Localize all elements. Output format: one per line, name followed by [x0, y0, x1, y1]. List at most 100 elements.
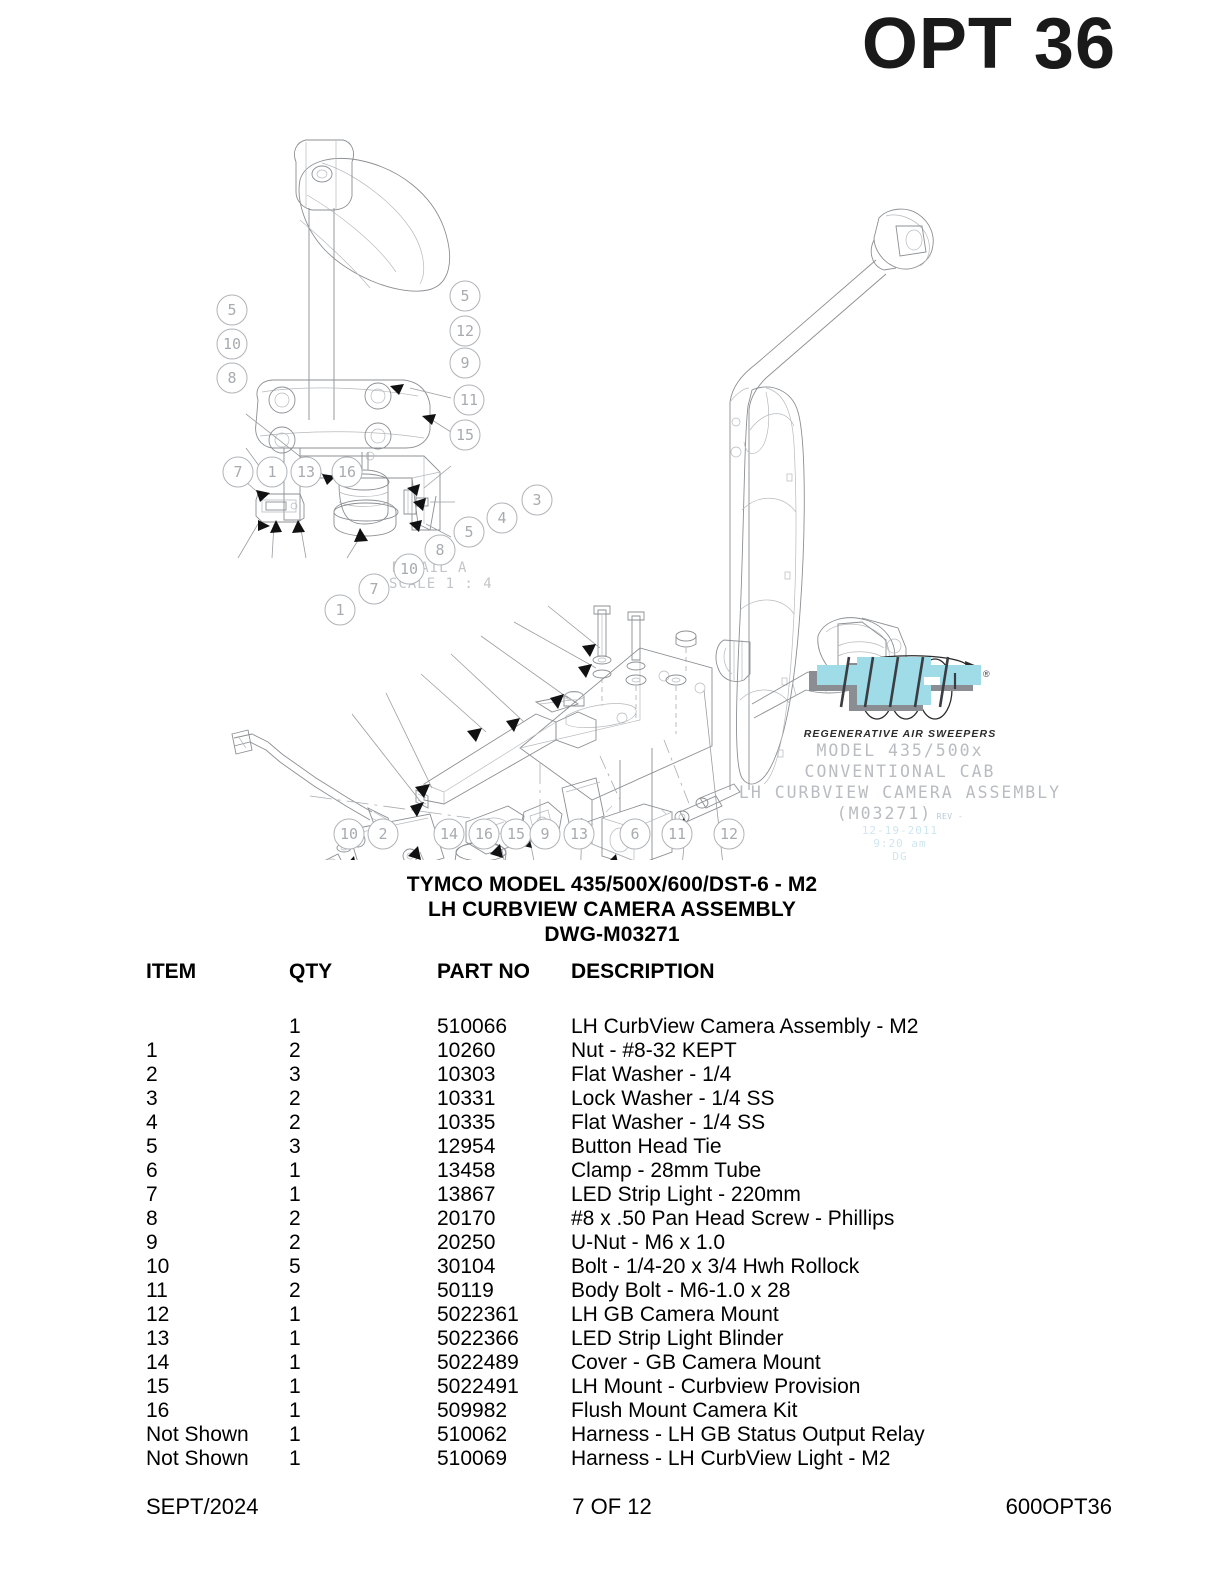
balloon-label: 4 — [497, 509, 506, 527]
header-qty: QTY — [289, 960, 333, 983]
balloon-9: 9 — [529, 818, 561, 850]
balloon-label: 12 — [456, 322, 474, 340]
row-part-no: 50119 — [437, 1279, 494, 1302]
row-qty: 2 — [289, 1207, 301, 1230]
table-row: 6 1 13458 Clamp - 28mm Tube — [146, 1159, 925, 1183]
balloon-5: 5 — [216, 294, 248, 326]
row-description: Clamp - 28mm Tube — [571, 1159, 762, 1182]
row-part-no: 5022491 — [437, 1375, 519, 1398]
row-qty: 2 — [289, 1087, 301, 1110]
row-description: LH CurbView Camera Assembly - M2 — [571, 1015, 919, 1038]
balloon-16: 16 — [331, 456, 363, 488]
balloon-10: 10 — [333, 818, 365, 850]
footer-page: 7 OF 12 — [572, 1494, 652, 1519]
assembly-title-line2: LH CURBVIEW CAMERA ASSEMBLY — [428, 898, 796, 921]
row-qty: 1 — [289, 1183, 301, 1206]
balloon-1: 1 — [256, 456, 288, 488]
assembly-title: TYMCO MODEL 435/500X/600/DST-6 - M2 LH C… — [0, 872, 1224, 947]
balloon-5: 5 — [449, 280, 481, 312]
balloon-2: 2 — [367, 818, 399, 850]
row-part-no: 509982 — [437, 1399, 508, 1422]
balloon-13: 13 — [290, 456, 322, 488]
row-item: 13 — [146, 1327, 170, 1350]
row-part-no: 30104 — [437, 1255, 496, 1278]
logo-tagline: REGENERATIVE AIR SWEEPERS — [803, 728, 997, 740]
balloon-label: 9 — [540, 825, 549, 843]
row-part-no: 5022366 — [437, 1327, 519, 1350]
row-description: LH GB Camera Mount — [571, 1303, 779, 1326]
dwg-model-line: MODEL 435/500x — [816, 741, 984, 760]
header-item: ITEM — [146, 960, 197, 983]
balloon-11: 11 — [661, 818, 693, 850]
row-description: Nut - #8-32 KEPT — [571, 1039, 737, 1062]
balloon-label: 12 — [720, 825, 738, 843]
row-qty: 1 — [289, 1159, 301, 1182]
balloon-15: 15 — [500, 818, 532, 850]
balloon-label: 11 — [668, 825, 686, 843]
row-item: 12 — [146, 1303, 170, 1326]
balloon-label: 10 — [340, 825, 358, 843]
row-part-no: 13458 — [437, 1159, 496, 1182]
row-part-no: 510062 — [437, 1423, 508, 1446]
dwg-number: (M03271) — [836, 804, 933, 823]
balloon-16: 16 — [468, 818, 500, 850]
row-item: 3 — [146, 1087, 158, 1110]
balloon-label: 1 — [335, 601, 344, 619]
balloon-7: 7 — [358, 573, 390, 605]
row-part-no: 20250 — [437, 1231, 496, 1254]
tymco-logo: ® — [805, 655, 995, 727]
balloon-label: 8 — [227, 369, 236, 387]
row-part-no: 13867 — [437, 1183, 496, 1206]
row-part-no: 10260 — [437, 1039, 496, 1062]
registered-mark: ® — [983, 669, 990, 679]
row-part-no: 12954 — [437, 1135, 496, 1158]
row-item: 7 — [146, 1183, 158, 1206]
row-part-no: 5022361 — [437, 1303, 519, 1326]
row-item: 1 — [146, 1039, 158, 1062]
table-header-row: ITEM QTY PART NO DESCRIPTION — [146, 960, 925, 1015]
assembly-title-line1: TYMCO MODEL 435/500X/600/DST-6 - M2 — [406, 873, 818, 896]
balloon-label: 15 — [456, 426, 474, 444]
balloon-10: 10 — [393, 553, 425, 585]
balloon-label: 3 — [532, 491, 541, 509]
dwg-stamp-initials: DG — [892, 850, 908, 863]
balloon-5: 5 — [453, 516, 485, 548]
row-item — [146, 1015, 289, 1039]
row-item: 9 — [146, 1231, 158, 1254]
parts-table: ITEM QTY PART NO DESCRIPTION 1 510066 LH C… — [146, 960, 925, 1471]
row-item: 8 — [146, 1207, 158, 1230]
row-item: 6 — [146, 1159, 158, 1182]
header-description: DESCRIPTION — [571, 960, 715, 983]
row-item: 5 — [146, 1135, 158, 1158]
row-part-no: 10331 — [437, 1087, 496, 1110]
balloon-8: 8 — [424, 534, 456, 566]
row-description: LH Mount - Curbview Provision — [571, 1375, 861, 1398]
row-item: 2 — [146, 1063, 158, 1086]
balloon-label: 13 — [570, 825, 588, 843]
balloon-3: 3 — [521, 484, 553, 516]
parts-list: ITEM QTY PART NO DESCRIPTION 1 510066 LH C… — [0, 960, 1224, 1471]
row-qty: 1 — [289, 1015, 301, 1038]
row-part-no: 510069 — [437, 1447, 508, 1470]
dwg-stamp-date: 12-19-2011 — [861, 824, 939, 837]
row-part-no: 510066 — [437, 1015, 508, 1038]
table-row: 1 2 10260 Nut - #8-32 KEPT — [146, 1039, 925, 1063]
row-description: Body Bolt - M6-1.0 x 28 — [571, 1279, 791, 1302]
row-item: 15 — [146, 1375, 170, 1398]
balloon-label: 10 — [223, 335, 241, 353]
table-row: 1 510066 LH CurbView Camera Assembly - M2 — [146, 1015, 925, 1039]
balloon-label: 16 — [475, 825, 493, 843]
row-part-no: 10303 — [437, 1063, 496, 1086]
row-qty: 2 — [289, 1039, 301, 1062]
row-description: Flush Mount Camera Kit — [571, 1399, 798, 1422]
balloon-label: 5 — [460, 287, 469, 305]
